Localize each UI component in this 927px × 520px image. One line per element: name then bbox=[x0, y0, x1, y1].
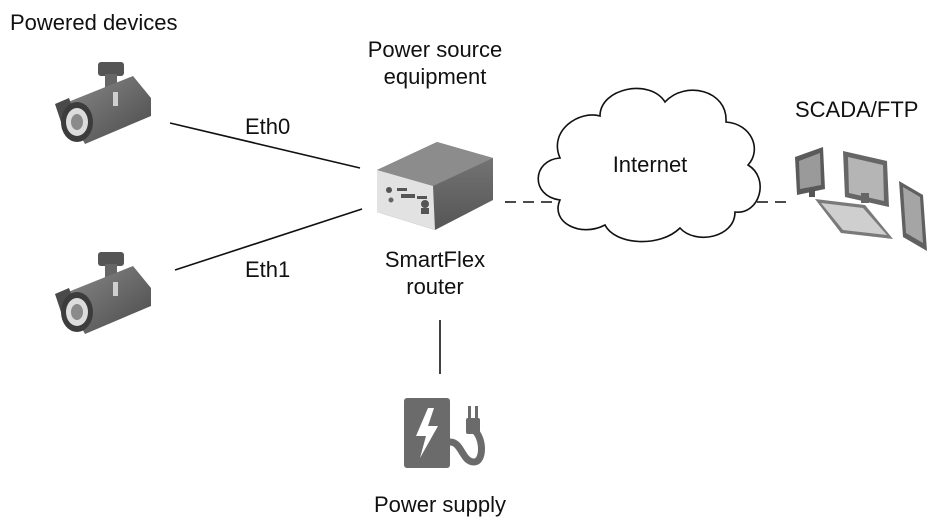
pse-line-1: Power source bbox=[367, 37, 503, 62]
computer-workstation-icon bbox=[795, 147, 927, 251]
powered-devices-label: Powered devices bbox=[10, 10, 178, 35]
eth1-label: Eth1 bbox=[245, 257, 291, 282]
internet-label: Internet bbox=[612, 152, 688, 177]
smartflex-router-label: SmartFlex router bbox=[360, 246, 510, 300]
security-camera-icon bbox=[55, 252, 151, 334]
power-source-equipment-label: Power source equipment bbox=[350, 36, 520, 90]
ev-charger-plug-icon bbox=[404, 398, 485, 468]
eth1-link bbox=[174, 208, 363, 271]
scada-ftp-label: SCADA/FTP bbox=[795, 97, 919, 122]
router-line-2: router bbox=[406, 274, 464, 299]
cloud-icon bbox=[537, 87, 761, 243]
power-supply-label: Power supply bbox=[373, 492, 507, 517]
router-icon bbox=[377, 142, 493, 230]
security-camera-icon bbox=[55, 62, 151, 144]
eth0-link bbox=[169, 122, 361, 169]
router-line-1: SmartFlex bbox=[384, 247, 486, 272]
eth0-label: Eth0 bbox=[245, 114, 291, 139]
pse-line-2: equipment bbox=[383, 64, 487, 89]
